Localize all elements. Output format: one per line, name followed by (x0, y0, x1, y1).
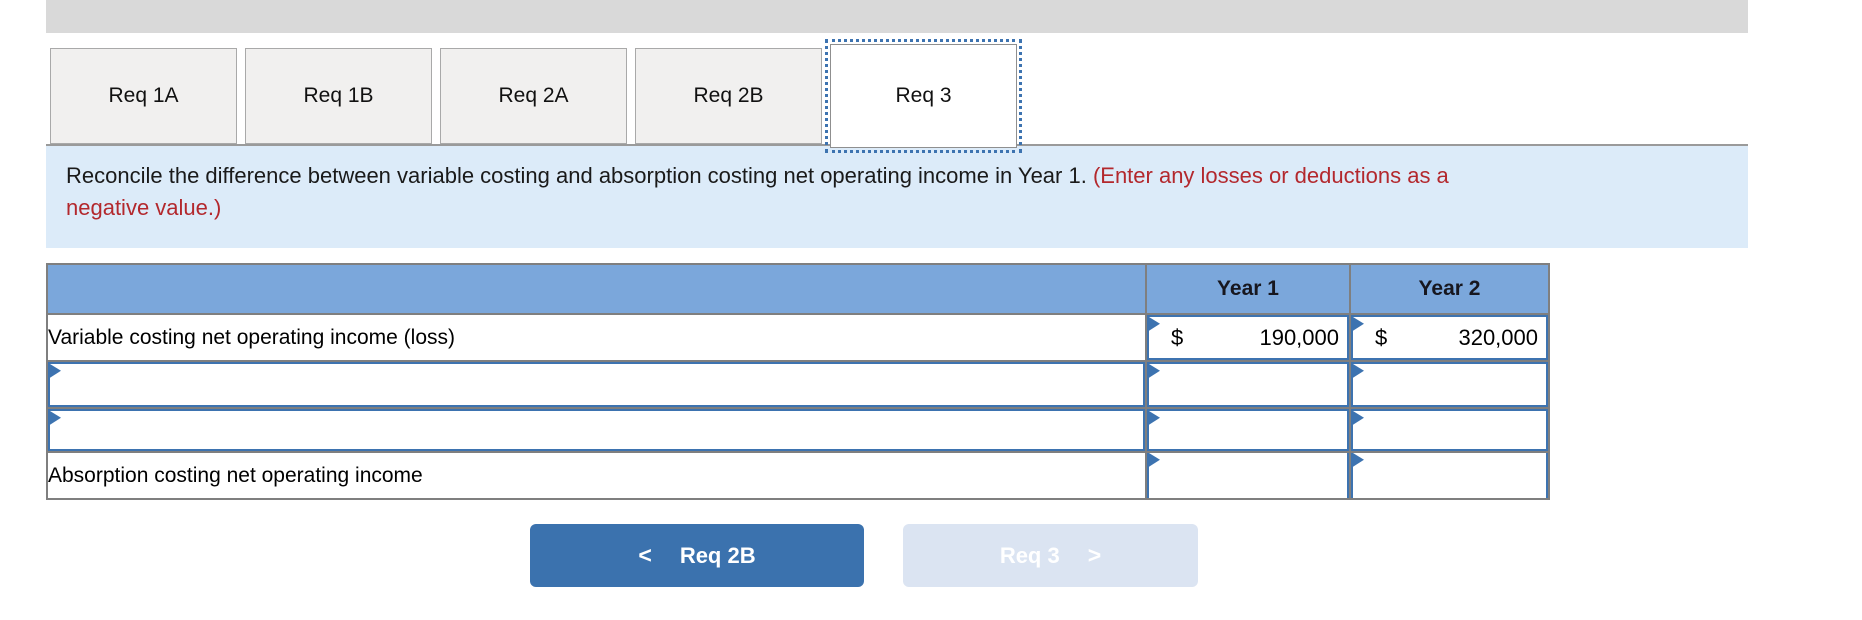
input-description-row2[interactable] (48, 362, 1145, 407)
input-description-row3[interactable] (48, 409, 1145, 451)
tab-label: Req 3 (895, 84, 952, 107)
header-year1: Year 1 (1145, 263, 1351, 315)
input-variable-year2[interactable]: $ 320,000 (1351, 315, 1548, 360)
input-value: 190,000 (1259, 324, 1339, 350)
prev-req-2b-button[interactable]: < Req 2B (530, 524, 864, 587)
cell-label-row2 (46, 360, 1147, 409)
instruction-text: Reconcile the difference between variabl… (66, 160, 1466, 224)
input-marker-icon (1149, 364, 1160, 378)
cell-year2-row2 (1349, 360, 1550, 409)
instruction-banner: Reconcile the difference between variabl… (46, 144, 1748, 248)
table-row: Absorption costing net operating income (46, 451, 1550, 500)
tab-label: Req 1B (303, 84, 374, 107)
table-row: Variable costing net operating income (l… (46, 313, 1550, 362)
cell-year2-row3 (1349, 407, 1550, 453)
table-header-row: Year 1 Year 2 (46, 263, 1550, 315)
currency-prefix: $ (1171, 324, 1184, 350)
tab-req-1a[interactable]: Req 1A (50, 48, 237, 144)
input-year2-row3[interactable] (1351, 409, 1548, 451)
next-req-3-button-disabled[interactable]: Req 3 > (903, 524, 1198, 587)
instruction-main: Reconcile the difference between variabl… (66, 163, 1093, 188)
cell-year2-row1: $ 320,000 (1349, 313, 1550, 362)
cell-year1-row4 (1145, 451, 1351, 500)
tab-label: Req 2A (498, 84, 569, 107)
table-row (46, 407, 1550, 453)
tab-bar: Req 1A Req 1B Req 2A Req 2B Req 3 (50, 39, 1022, 153)
input-marker-icon (1149, 317, 1160, 331)
input-variable-year1[interactable]: $ 190,000 (1147, 315, 1349, 360)
chevron-left-icon: < (638, 542, 652, 568)
tab-req-3-active[interactable]: Req 3 (825, 39, 1022, 153)
table-row (46, 360, 1550, 409)
cell-year1-row3 (1145, 407, 1351, 453)
prev-button-label: Req 2B (679, 542, 756, 568)
input-marker-icon (1353, 317, 1364, 331)
input-marker-icon (1353, 453, 1364, 467)
input-marker-icon (50, 411, 61, 425)
cell-year2-row4 (1349, 451, 1550, 500)
cell-year1-row2 (1145, 360, 1351, 409)
input-absorption-year2[interactable] (1351, 453, 1548, 498)
tab-label: Req 2B (693, 84, 764, 107)
header-blank-cell (46, 263, 1147, 315)
input-marker-icon (1353, 364, 1364, 378)
tab-req-2a[interactable]: Req 2A (440, 48, 627, 144)
input-year2-row2[interactable] (1351, 362, 1548, 407)
instruction-note: (Enter any losses or deductions as a neg… (66, 163, 1449, 220)
header-year2: Year 2 (1349, 263, 1550, 315)
top-gray-bar (46, 0, 1748, 33)
row-label-absorption-costing: Absorption costing net operating income (46, 451, 1147, 500)
input-year1-row2[interactable] (1147, 362, 1349, 407)
next-button-label: Req 3 (999, 542, 1060, 568)
cell-label-row3 (46, 407, 1147, 453)
tab-req-2b[interactable]: Req 2B (635, 48, 822, 144)
cell-year1-row1: $ 190,000 (1145, 313, 1351, 362)
input-marker-icon (1149, 453, 1160, 467)
reconciliation-table: Year 1 Year 2 Variable costing net opera… (46, 263, 1550, 500)
input-absorption-year1[interactable] (1147, 453, 1349, 498)
nav-buttons: < Req 2B Req 3 > (530, 524, 1198, 587)
currency-prefix: $ (1375, 324, 1388, 350)
input-marker-icon (1353, 411, 1364, 425)
chevron-right-icon: > (1087, 542, 1102, 568)
input-value: 320,000 (1458, 324, 1538, 350)
input-marker-icon (1149, 411, 1160, 425)
tab-label: Req 1A (108, 84, 179, 107)
input-year1-row3[interactable] (1147, 409, 1349, 451)
row-label-variable-costing: Variable costing net operating income (l… (46, 313, 1147, 362)
tab-req-1b[interactable]: Req 1B (245, 48, 432, 144)
input-marker-icon (50, 364, 61, 378)
